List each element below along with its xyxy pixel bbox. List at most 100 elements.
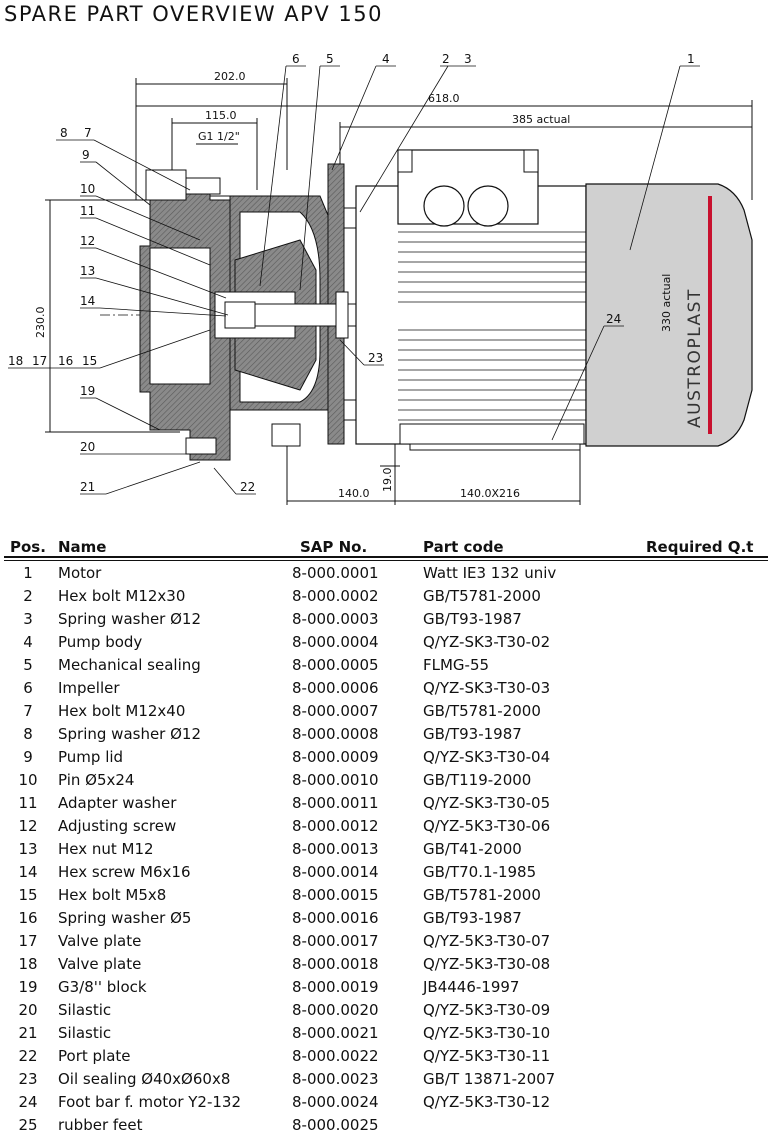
page-title: SPARE PART OVERVIEW APV 150: [4, 2, 383, 26]
callout-1: 1: [687, 52, 695, 66]
cell-sap: 8-000.0022: [292, 1047, 379, 1065]
cell-code: Q/YZ-5K3-T30-07: [423, 932, 551, 950]
cell-name: Port plate: [58, 1047, 131, 1065]
header-pos: Pos.: [10, 538, 46, 556]
cell-name: Mechanical sealing: [58, 656, 201, 674]
callout-20: 20: [80, 440, 95, 454]
cell-sap: 8-000.0009: [292, 748, 379, 766]
cell-name: Foot bar f. motor Y2-132: [58, 1093, 242, 1111]
callout-13: 13: [80, 264, 95, 278]
cell-code: Q/YZ-5K3-T30-08: [423, 955, 551, 973]
svg-text:230.0: 230.0: [34, 307, 47, 339]
cell-sap: 8-000.0004: [292, 633, 379, 651]
cell-sap: 8-000.0020: [292, 1001, 379, 1019]
cell-pos: 24: [18, 1093, 38, 1111]
cell-sap: 8-000.0024: [292, 1093, 379, 1111]
callout-6: 6: [292, 52, 300, 66]
cell-pos: 14: [18, 863, 38, 881]
cell-pos: 9: [23, 748, 33, 766]
callout-15: 15: [82, 354, 97, 368]
svg-text:140.0: 140.0: [338, 487, 370, 500]
cell-pos: 15: [18, 886, 38, 904]
callout-16: 16: [58, 354, 73, 368]
cell-sap: 8-000.0025: [292, 1116, 379, 1134]
cell-code: Q/YZ-SK3-T30-03: [423, 679, 551, 697]
cell-pos: 8: [23, 725, 33, 743]
callout-18: 18: [8, 354, 23, 368]
callout-7: 7: [84, 126, 92, 140]
cell-name: rubber feet: [58, 1116, 143, 1134]
header-qty: Required Q.t: [646, 538, 754, 556]
callout-4: 4: [382, 52, 390, 66]
callout-22: 22: [240, 480, 255, 494]
cell-sap: 8-000.0023: [292, 1070, 379, 1088]
cell-sap: 8-000.0016: [292, 909, 379, 927]
cell-name: Spring washer Ø12: [58, 725, 202, 743]
cell-code: GB/T93-1987: [423, 909, 522, 927]
cell-pos: 7: [23, 702, 33, 720]
cell-code: Watt IE3 132 univ: [423, 564, 557, 582]
cell-name: Silastic: [58, 1024, 112, 1042]
cell-code: GB/T93-1987: [423, 610, 522, 628]
cell-code: GB/T5781-2000: [423, 886, 541, 904]
callout-21: 21: [80, 480, 95, 494]
cell-pos: 6: [23, 679, 33, 697]
cell-sap: 8-000.0011: [292, 794, 379, 812]
header-sap: SAP No.: [300, 538, 368, 556]
callout-2: 2: [442, 52, 450, 66]
cell-name: Hex screw M6x16: [58, 863, 191, 881]
cell-name: Silastic: [58, 1001, 112, 1019]
svg-text:115.0: 115.0: [205, 109, 237, 122]
cell-pos: 4: [23, 633, 33, 651]
cell-pos: 5: [23, 656, 33, 674]
cell-pos: 10: [18, 771, 38, 789]
cell-name: Adapter washer: [58, 794, 177, 812]
cell-name: Pump body: [58, 633, 143, 651]
cell-code: GB/T 13871-2007: [423, 1070, 556, 1088]
cell-pos: 3: [23, 610, 33, 628]
cell-pos: 19: [18, 978, 38, 996]
cell-pos: 12: [18, 817, 38, 835]
cell-sap: 8-000.0001: [292, 564, 379, 582]
cell-sap: 8-000.0006: [292, 679, 379, 697]
cell-pos: 13: [18, 840, 38, 858]
cell-sap: 8-000.0019: [292, 978, 379, 996]
cell-sap: 8-000.0003: [292, 610, 379, 628]
callout-8: 8: [60, 126, 68, 140]
cell-code: GB/T41-2000: [423, 840, 522, 858]
callout-19: 19: [80, 384, 95, 398]
callout-23: 23: [368, 351, 383, 365]
callout-24: 24: [606, 312, 621, 326]
callout-3: 3: [464, 52, 472, 66]
cell-name: Valve plate: [58, 932, 142, 950]
cell-pos: 23: [18, 1070, 38, 1088]
header-name: Name: [58, 538, 107, 556]
cell-name: Hex nut M12: [58, 840, 154, 858]
cell-name: Impeller: [58, 679, 120, 697]
cell-code: GB/T5781-2000: [423, 702, 541, 720]
cell-code: Q/YZ-SK3-T30-02: [423, 633, 551, 651]
table-row: 4 Pump body 8-000.0004 Q/YZ-SK3-T30-02: [0, 631, 768, 654]
cell-code: GB/T5781-2000: [423, 587, 541, 605]
callout-14: 14: [80, 294, 95, 308]
cell-code: Q/YZ-5K3-T30-06: [423, 817, 551, 835]
cell-sap: 8-000.0017: [292, 932, 379, 950]
cell-sap: 8-000.0008: [292, 725, 379, 743]
svg-text:385 actual: 385 actual: [512, 113, 570, 126]
callout-11: 11: [80, 204, 95, 218]
header-rule-thin: [4, 560, 768, 561]
callout-10: 10: [80, 182, 95, 196]
callout-5: 5: [326, 52, 334, 66]
